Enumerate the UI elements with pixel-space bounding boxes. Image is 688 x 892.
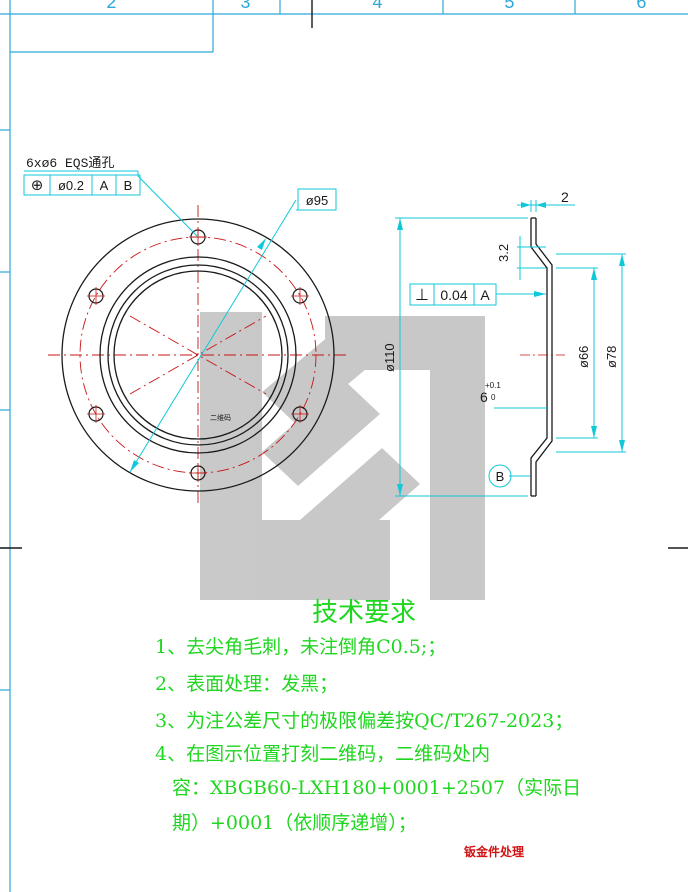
arrowhead-icon (397, 484, 403, 496)
dim-outer: ø110 (382, 343, 397, 372)
dim-offset: 3.2 (496, 244, 511, 262)
datum-b-label: B (496, 469, 505, 484)
dim-thickness: 2 (561, 189, 569, 205)
arrowhead-icon (130, 460, 139, 472)
fcf-datum-a: A (100, 178, 109, 193)
arrowhead-icon (534, 291, 546, 297)
requirement-item: 容：XBGB60-LXH180+0001+2507（实际日 (172, 777, 582, 799)
requirement-item: 2、表面处理：发黑； (155, 673, 339, 695)
watermark-logo (200, 312, 485, 600)
front-view: 6xø6 EQS通孔 ⊕ ø0.2 A B ø95 二维码 (23, 156, 348, 505)
frame-marks (0, 0, 688, 549)
fcf-datum-b: B (124, 178, 133, 193)
arrowhead-icon (619, 440, 625, 452)
zone-label: 2 (106, 0, 117, 14)
requirement-item: 4、在图示位置打刻二维码，二维码处内 (155, 743, 491, 765)
datum-b-marker: B (488, 464, 512, 488)
arrowhead-icon (397, 218, 403, 230)
hole-note: 6xø6 EQS通孔 (26, 156, 114, 171)
zone-label: 4 (372, 0, 383, 14)
dim-height: 6 (480, 389, 488, 405)
dim-inner: ø66 (576, 346, 591, 368)
requirement-item: 期）+0001（依顺序递增）； (172, 812, 417, 834)
flange-outline (61, 218, 335, 492)
fcf-tolerance: ø0.2 (58, 178, 84, 193)
perpendicularity-icon: ⊥ (415, 285, 429, 304)
zone-labels: 2 3 4 5 6 (106, 0, 647, 14)
arrowhead-icon (591, 426, 597, 438)
requirement-item: 3、为注公差尺寸的极限偏差按QC/T267-2023； (155, 710, 574, 732)
requirements-title: 技术要求 (312, 598, 417, 628)
qr-mark-label: 二维码 (210, 413, 231, 422)
dim-bolt-circle: ø95 (306, 193, 328, 208)
fcf-perp-tolerance: 0.04 (440, 287, 467, 303)
zone-label: 6 (636, 0, 647, 14)
dim-height-tol-upper: +0.1 (485, 381, 501, 390)
side-profile (530, 217, 553, 497)
arrowhead-icon (536, 202, 546, 208)
dim-flange: ø78 (604, 346, 619, 368)
position-tolerance-icon: ⊕ (31, 176, 44, 194)
requirement-item: 1、去尖角毛刺，未注倒角C0.5;； (155, 636, 447, 658)
arrowhead-icon (619, 254, 625, 266)
arrowhead-icon (521, 202, 531, 208)
fcf-position: ⊕ ø0.2 A B (23, 174, 141, 196)
dim-height-tol-lower: 0 (491, 393, 496, 402)
arrowhead-icon (257, 238, 266, 250)
process-stamp: 钣金件处理 (464, 845, 525, 859)
side-arrows (397, 202, 625, 496)
arrowhead-icon (591, 268, 597, 280)
side-view: 2 3.2 ø110 ø66 ø78 6 +0.1 0 ⊥ 0.04 A B (382, 189, 626, 497)
hole-leader (24, 170, 199, 238)
zone-label: 5 (504, 0, 515, 14)
zone-label: 3 (240, 0, 251, 14)
fcf-perpendicularity: ⊥ 0.04 A (409, 283, 497, 306)
fcf-perp-datum: A (480, 287, 490, 303)
